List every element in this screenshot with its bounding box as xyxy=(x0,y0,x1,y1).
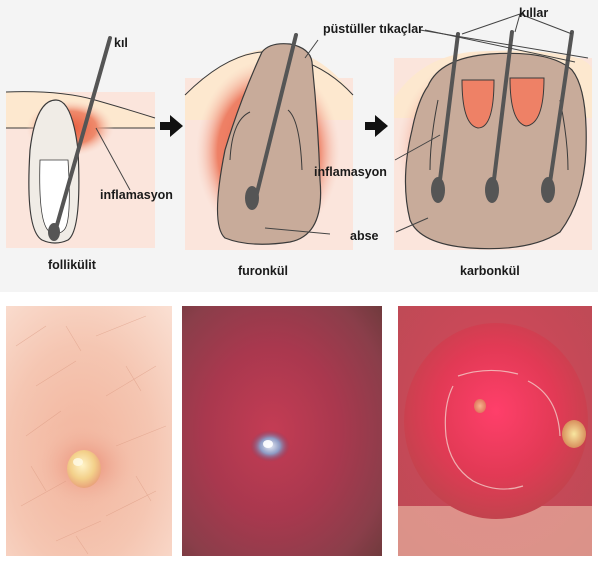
label-hairs: kıllar xyxy=(519,6,548,20)
label-pustules-plugs: püstüller tıkaçlar xyxy=(323,22,423,36)
stage-label-furuncle: furonkül xyxy=(238,264,288,278)
photo-furuncle xyxy=(182,306,382,556)
photo-folliculitis xyxy=(6,306,172,556)
photo-carbuncle xyxy=(398,306,592,556)
label-inflammation: inflamasyon xyxy=(100,188,173,202)
stages-illustration xyxy=(0,0,598,292)
carbuncle xyxy=(404,323,588,519)
label-inflammation: inflamasyon xyxy=(314,165,387,179)
label-hair: kıl xyxy=(114,36,128,50)
stage-label-carbuncle: karbonkül xyxy=(460,264,520,278)
label-abscess: abse xyxy=(350,229,379,243)
pustule xyxy=(67,450,101,488)
stage-label-folliculitis: follikülit xyxy=(48,258,96,272)
stages-diagram: kıl püstüller tıkaçlar kıllar inflamasyo… xyxy=(0,0,598,292)
